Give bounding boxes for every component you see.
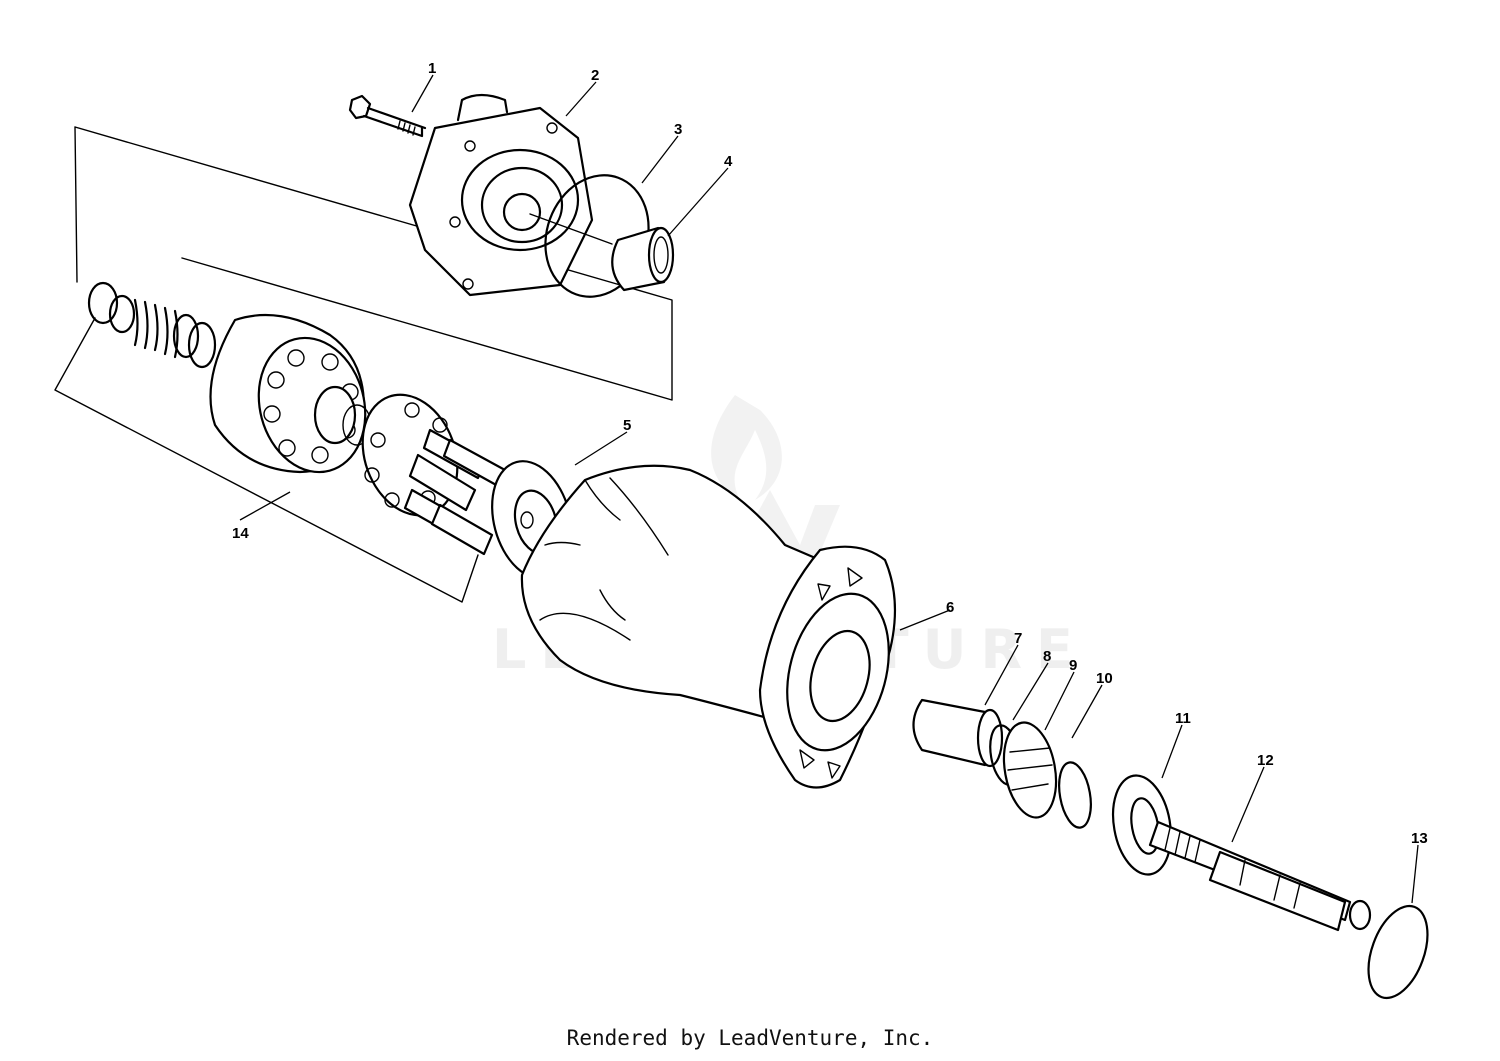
callout-4: 4 xyxy=(724,153,733,170)
callout-8: 8 xyxy=(1043,648,1051,665)
callout-12: 12 xyxy=(1257,752,1274,769)
callout-3: 3 xyxy=(674,121,682,138)
output-shaft xyxy=(1148,820,1372,932)
callout-11: 11 xyxy=(1175,710,1191,727)
motor-housing xyxy=(520,464,897,789)
callout-9: 9 xyxy=(1069,657,1077,674)
callout-5: 5 xyxy=(623,417,631,434)
footer-credit: Rendered by LeadVenture, Inc. xyxy=(566,1026,934,1050)
callout-leaders xyxy=(239,74,1419,904)
callout-13: 13 xyxy=(1411,830,1428,847)
callout-2: 2 xyxy=(591,67,599,84)
snap-ring xyxy=(1367,904,1429,1000)
shaft-seal xyxy=(1111,774,1173,876)
callout-10: 10 xyxy=(1096,670,1113,687)
callout-14: 14 xyxy=(232,525,249,542)
callout-labels: 1 2 3 4 5 6 7 8 9 10 11 12 13 14 xyxy=(232,60,1428,847)
callout-6: 6 xyxy=(946,599,954,616)
thrust-ring xyxy=(1058,761,1092,829)
bearing xyxy=(912,698,1004,768)
gear xyxy=(1002,721,1058,819)
bolt xyxy=(348,94,427,138)
bushing xyxy=(529,213,675,292)
callout-1: 1 xyxy=(428,60,436,77)
callout-7: 7 xyxy=(1014,630,1022,647)
cylinder-block-assembly xyxy=(87,281,507,556)
